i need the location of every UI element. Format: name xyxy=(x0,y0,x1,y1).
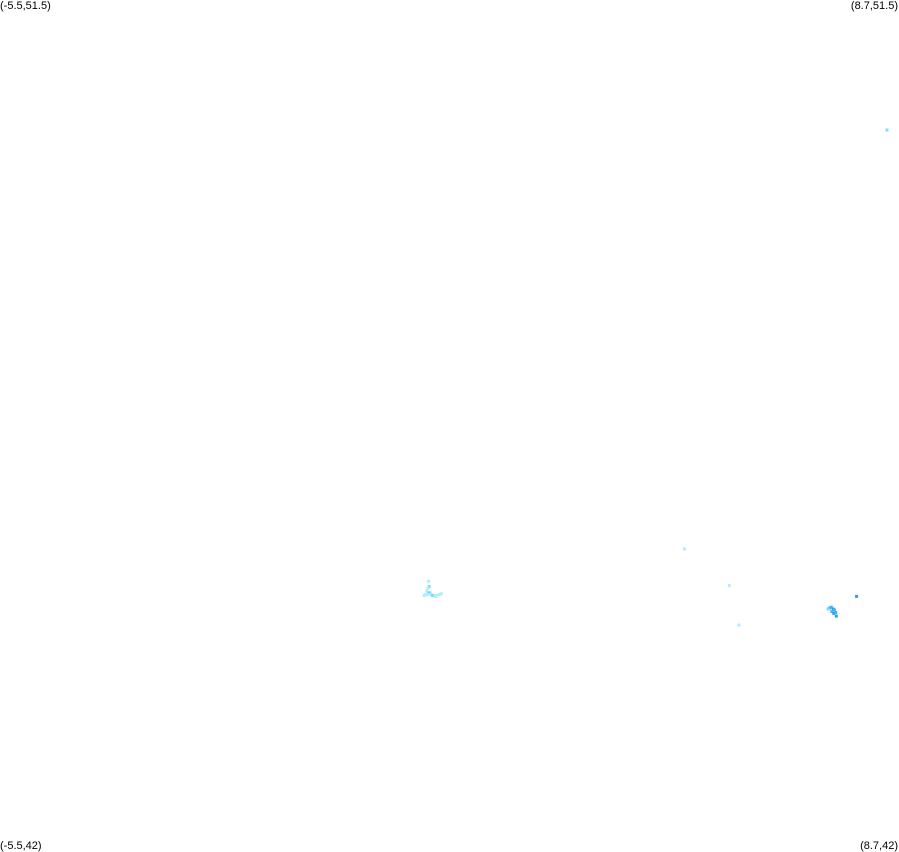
data-point xyxy=(834,614,838,618)
data-point xyxy=(830,610,834,614)
corner-label-bottom-left: (-5.5,42) xyxy=(0,840,42,852)
data-point xyxy=(427,585,431,588)
data-point xyxy=(832,611,836,615)
data-point xyxy=(422,594,426,597)
cluster-east xyxy=(826,605,838,618)
data-point xyxy=(430,594,434,597)
data-point xyxy=(426,586,430,590)
data-point xyxy=(832,608,836,612)
data-point xyxy=(427,579,431,583)
data-point xyxy=(682,547,686,551)
data-point xyxy=(439,592,443,596)
corner-label-top-left: (-5.5,51.5) xyxy=(0,0,51,12)
data-point xyxy=(829,605,833,609)
data-point xyxy=(826,607,830,611)
data-features xyxy=(422,128,889,627)
data-point xyxy=(425,593,429,597)
data-point xyxy=(425,589,429,593)
data-point xyxy=(855,594,859,598)
corner-label-top-right: (8.7,51.5) xyxy=(850,0,898,12)
data-point xyxy=(737,623,741,627)
corner-label-bottom-right: (8.7,42) xyxy=(860,840,898,852)
data-point xyxy=(727,584,731,588)
data-point xyxy=(885,128,889,132)
isolated xyxy=(682,128,889,627)
data-point xyxy=(434,594,438,598)
cluster-west xyxy=(422,579,443,598)
data-point xyxy=(834,611,838,614)
data-point xyxy=(437,593,441,597)
data-point xyxy=(428,591,432,595)
